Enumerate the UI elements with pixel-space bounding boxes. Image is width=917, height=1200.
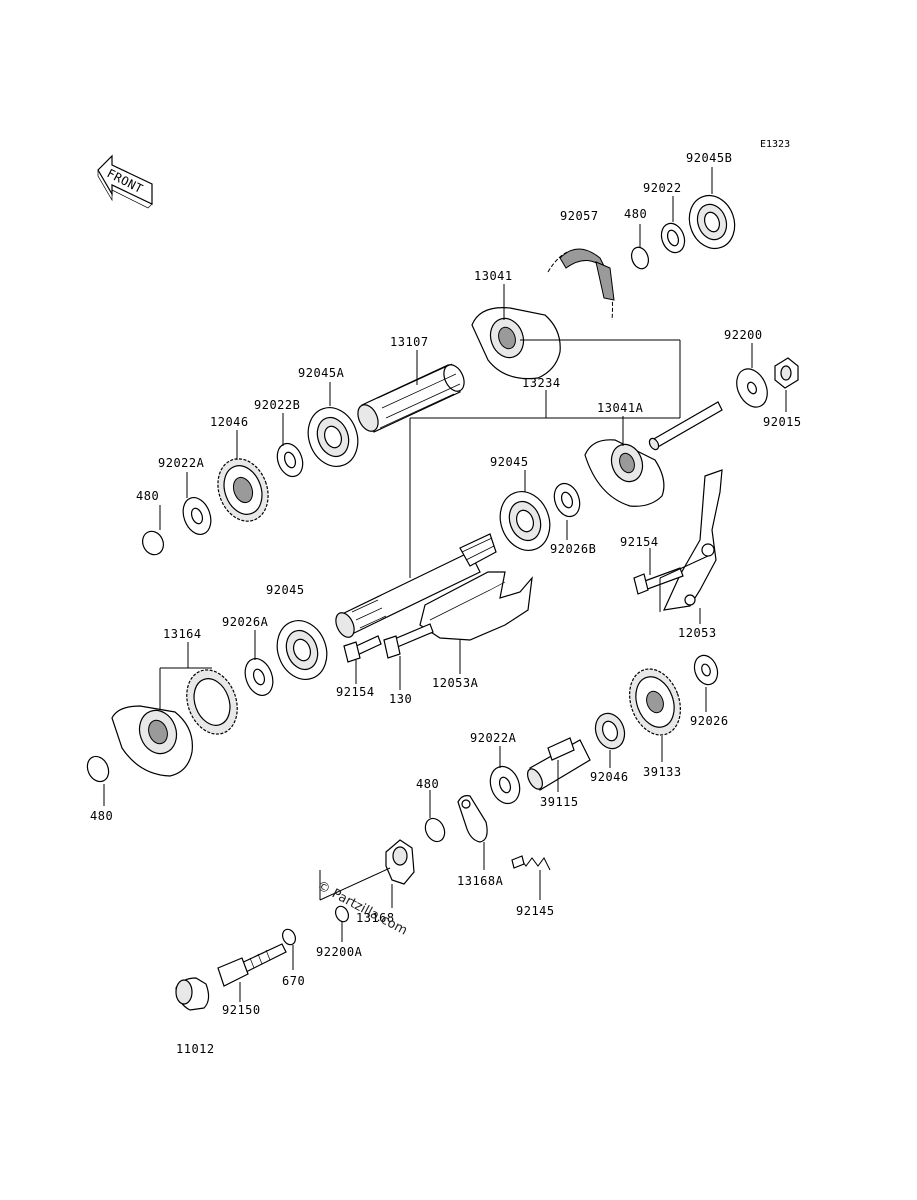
label-92022A-left[interactable]: 92022A: [158, 456, 205, 470]
label-13234[interactable]: 13234: [522, 376, 561, 390]
bracket-12053A[interactable]: [419, 571, 533, 641]
nut-92015[interactable]: [774, 357, 799, 389]
label-92046[interactable]: 92046: [590, 770, 629, 784]
shaft-small[interactable]: [648, 401, 723, 451]
spring-92145[interactable]: [511, 855, 551, 871]
circlip-480-left[interactable]: [139, 528, 167, 558]
label-92022-top[interactable]: 92022: [643, 181, 682, 195]
sprocket-12046[interactable]: [210, 452, 277, 529]
label-92045A[interactable]: 92045A: [298, 366, 345, 380]
label-92022B[interactable]: 92022B: [254, 398, 300, 412]
sprocket-13164[interactable]: [111, 663, 246, 777]
bolt-130[interactable]: [383, 623, 434, 659]
washer-92026[interactable]: [691, 652, 722, 688]
label-130[interactable]: 130: [389, 692, 412, 706]
label-11012[interactable]: 11012: [176, 1042, 215, 1056]
label-92045-left[interactable]: 92045: [266, 583, 305, 597]
bearing-92045-mid[interactable]: [492, 485, 558, 558]
label-92045B[interactable]: 92045B: [686, 151, 732, 165]
label-92154-mid[interactable]: 92154: [336, 685, 375, 699]
label-670[interactable]: 670: [282, 974, 305, 988]
label-13041[interactable]: 13041: [474, 269, 513, 283]
shaft-92150[interactable]: [217, 943, 287, 987]
washer-92026A[interactable]: [240, 655, 277, 700]
label-92200A[interactable]: 92200A: [316, 945, 363, 959]
washer-92200A[interactable]: [333, 904, 351, 924]
label-39133[interactable]: 39133: [643, 765, 682, 779]
circlip-480-mid[interactable]: [422, 815, 448, 844]
label-12046[interactable]: 12046: [210, 415, 249, 429]
bearing-92046[interactable]: [591, 709, 630, 752]
label-92200[interactable]: 92200: [724, 328, 763, 342]
bearing-92045-left[interactable]: [269, 614, 335, 687]
label-92026A[interactable]: 92026A: [222, 615, 269, 629]
part-labels: 92045B 92022 480 92057 13041 13107 92045…: [90, 151, 802, 1056]
washer-92022A-left[interactable]: [178, 494, 215, 539]
front-arrow-icon: FRONT: [97, 154, 153, 209]
label-92057[interactable]: 92057: [560, 209, 599, 223]
lever-12053[interactable]: [662, 469, 723, 611]
diagram-code: E1323: [760, 139, 790, 150]
label-92026B[interactable]: 92026B: [550, 542, 596, 556]
bolt-92154-right[interactable]: [633, 567, 684, 595]
watermark: © Partzilla.com: [314, 878, 410, 938]
washer-92022A-mid[interactable]: [485, 762, 524, 807]
label-13041A[interactable]: 13041A: [597, 401, 644, 415]
washer-92022B[interactable]: [273, 440, 307, 480]
label-13164[interactable]: 13164: [163, 627, 202, 641]
washer-92022[interactable]: [658, 220, 689, 256]
label-480-left[interactable]: 480: [136, 489, 159, 503]
bracket-13168[interactable]: [385, 839, 415, 885]
sprocket-39133[interactable]: [621, 662, 689, 742]
label-39115[interactable]: 39115: [540, 795, 579, 809]
label-92145[interactable]: 92145: [516, 904, 555, 918]
shaft-13234[interactable]: [332, 533, 497, 640]
label-92022A-mid[interactable]: 92022A: [470, 731, 517, 745]
label-92015[interactable]: 92015: [763, 415, 802, 429]
label-480-mid[interactable]: 480: [416, 777, 439, 791]
washer-92200[interactable]: [731, 364, 773, 412]
label-13168[interactable]: 13168: [356, 911, 395, 925]
leader-lines: [103, 167, 787, 1002]
label-480-top[interactable]: 480: [624, 207, 647, 221]
cap-11012[interactable]: [175, 977, 210, 1011]
label-92154-right[interactable]: 92154: [620, 535, 659, 549]
lever-13168A[interactable]: [457, 795, 488, 843]
label-13107[interactable]: 13107: [390, 335, 429, 349]
label-480-bottomleft[interactable]: 480: [90, 809, 113, 823]
bearing-92045B[interactable]: [682, 189, 742, 255]
label-13168A[interactable]: 13168A: [457, 874, 504, 888]
bolt-92154-mid[interactable]: [343, 635, 382, 663]
oring-670[interactable]: [280, 927, 298, 947]
label-92150[interactable]: 92150: [222, 1003, 261, 1017]
chain-92057[interactable]: [547, 248, 615, 321]
washer-92026B[interactable]: [550, 480, 584, 520]
label-12053A[interactable]: 12053A: [432, 676, 479, 690]
bearing-92045A[interactable]: [300, 401, 366, 474]
circlip-480-top[interactable]: [629, 245, 652, 271]
sprocket-13041[interactable]: [471, 307, 561, 380]
sleeve-13107[interactable]: [354, 362, 468, 435]
label-92026[interactable]: 92026: [690, 714, 729, 728]
label-12053[interactable]: 12053: [678, 626, 717, 640]
circlip-480-bottomleft[interactable]: [83, 753, 112, 785]
shaft-39115[interactable]: [525, 737, 591, 792]
sprocket-13041A[interactable]: [584, 439, 665, 507]
label-92045-mid[interactable]: 92045: [490, 455, 529, 469]
